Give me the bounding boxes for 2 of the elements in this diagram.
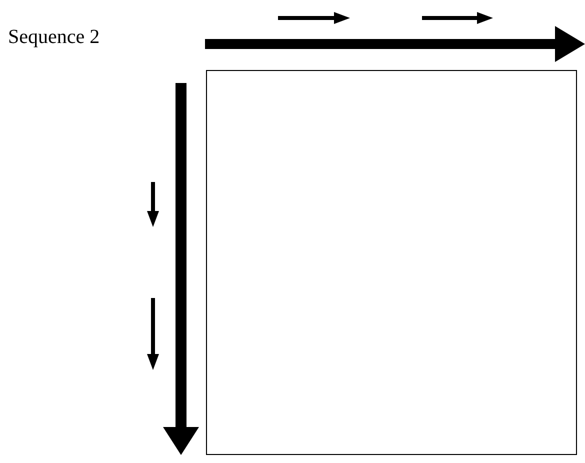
sequence-label: Sequence 2	[8, 26, 100, 49]
empty-square	[206, 70, 577, 455]
